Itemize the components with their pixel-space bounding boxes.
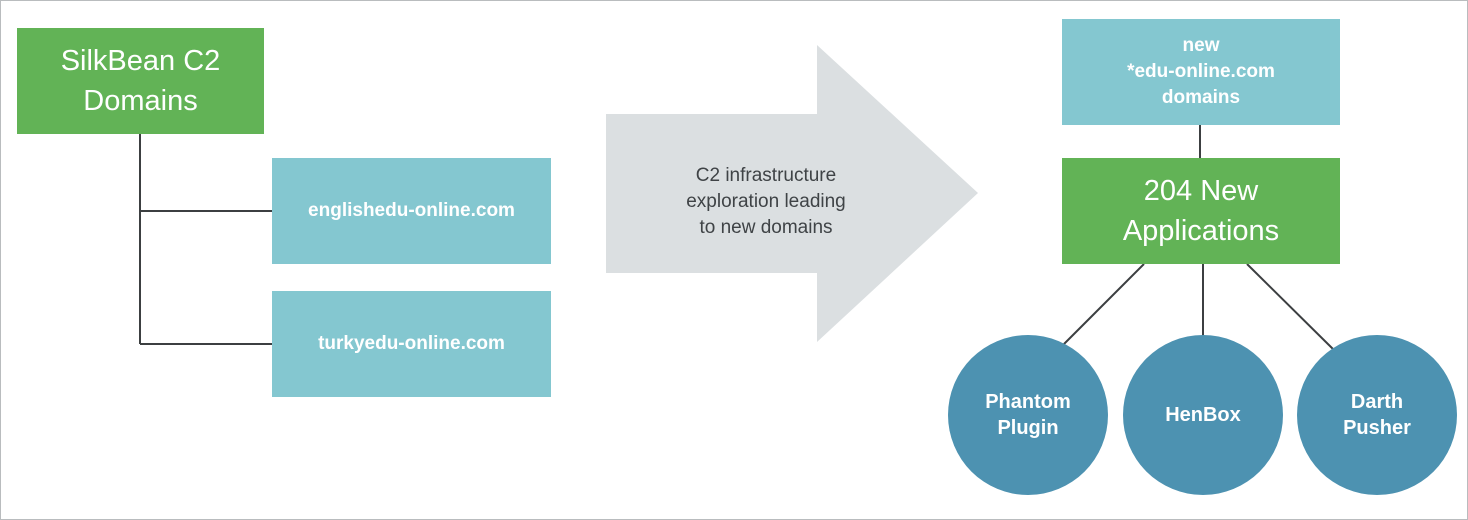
- link-apps-to-darth-pusher: [1246, 263, 1336, 352]
- silkbean-title-line-1: SilkBean C2: [60, 45, 221, 77]
- domain-box-englishedu: englishedu-online.com: [272, 158, 551, 264]
- new-domains-line-1: new: [1182, 35, 1220, 56]
- family-circle-phantom-plugin: Phantom Plugin: [948, 335, 1108, 495]
- domain-label-englishedu: englishedu-online.com: [308, 200, 515, 221]
- new-applications-box: 204 New Applications: [1062, 158, 1340, 264]
- arrow-caption-line-1: C2 infrastructure: [695, 165, 837, 186]
- new-domains-line-3: domains: [1161, 87, 1241, 108]
- family-label-darth-line-2: Pusher: [1343, 417, 1411, 439]
- applications-line-2: Applications: [1122, 215, 1280, 247]
- family-label-darth-line-1: Darth: [1350, 391, 1404, 413]
- domain-label-turkyedu: turkyedu-online.com: [318, 333, 505, 354]
- silkbean-c2-domains-box: SilkBean C2 Domains: [17, 28, 264, 134]
- applications-line-1: 204 New: [1143, 175, 1259, 207]
- arrow-caption: C2 infrastructure exploration leading to…: [641, 163, 891, 241]
- family-label-henbox: HenBox: [1165, 404, 1241, 426]
- family-label-phantom-line-2: Plugin: [997, 417, 1059, 439]
- progress-arrow: [606, 45, 978, 342]
- new-domains-line-2: *edu-online.com: [1127, 61, 1275, 82]
- new-domains-box: new *edu-online.com domains: [1062, 19, 1340, 125]
- domain-box-turkyedu: turkyedu-online.com: [272, 291, 551, 397]
- family-circle-darth-pusher: Darth Pusher: [1297, 335, 1457, 495]
- arrow-caption-line-2: exploration leading: [686, 191, 846, 212]
- silkbean-title-line-2: Domains: [83, 85, 198, 117]
- family-label-phantom-line-1: Phantom: [985, 391, 1071, 413]
- family-circle-henbox: HenBox: [1123, 335, 1283, 495]
- link-apps-to-phantom-plugin: [1063, 263, 1145, 345]
- arrow-caption-line-3: to new domains: [699, 217, 833, 238]
